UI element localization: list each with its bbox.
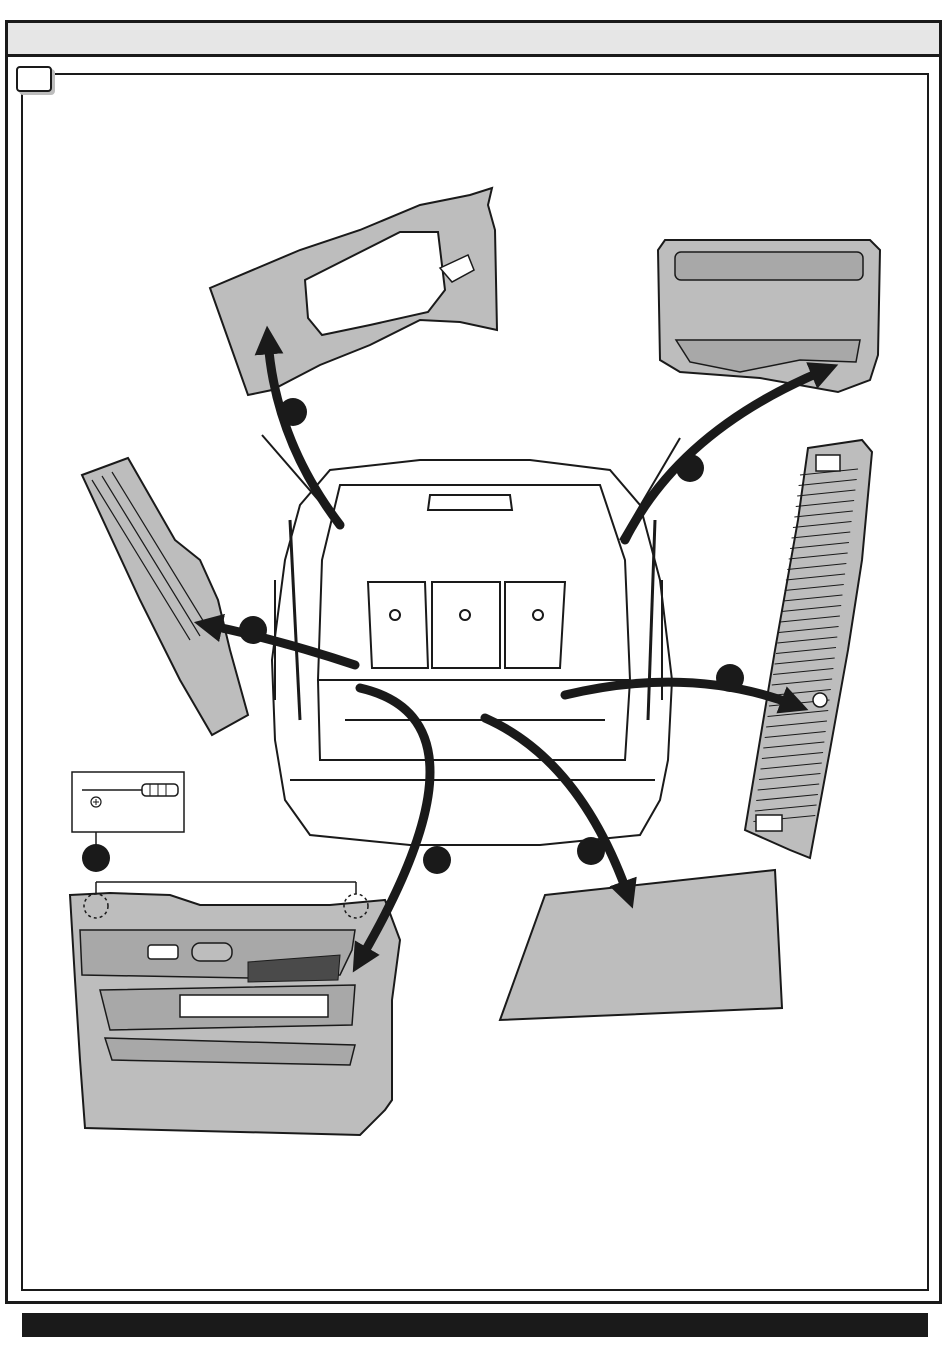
screw-head-icon — [91, 797, 101, 807]
left-sill-trim — [82, 458, 248, 735]
callout-pillar-trim — [279, 398, 307, 426]
rear-sill-plate — [745, 440, 872, 858]
parcel-shelf-panel — [658, 240, 880, 392]
floor-panel — [500, 870, 782, 1020]
callout-screw-detail — [82, 844, 110, 872]
callout-left-sill-trim — [239, 616, 267, 644]
pillar-trim-panel — [210, 188, 497, 395]
callout-side-trim-panel — [423, 846, 451, 874]
callout-sill-plate — [716, 664, 744, 692]
footer-bar — [22, 1313, 928, 1337]
callout-floor-panel — [577, 837, 605, 865]
rear-seats — [368, 582, 565, 668]
arrow-to-parcel-shelf — [625, 370, 825, 540]
tool-detail-box — [72, 772, 184, 848]
callout-parcel-shelf — [676, 454, 704, 482]
side-trim-panel — [70, 882, 400, 1135]
